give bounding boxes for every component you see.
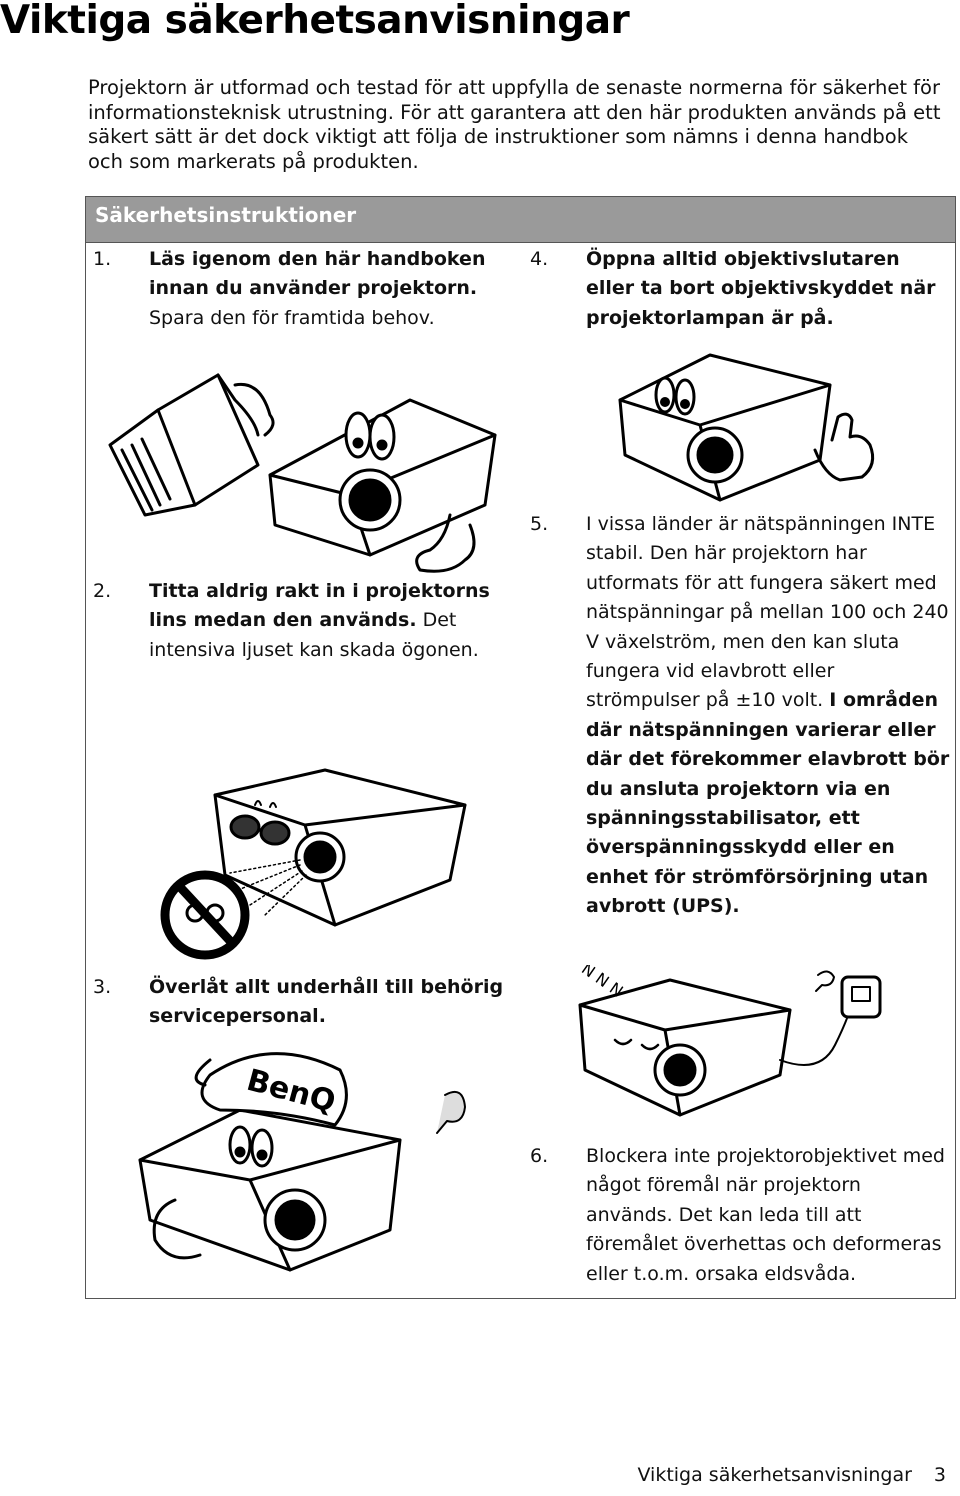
item-rest: Det intensiva ljuset kan skada ögonen. <box>149 609 479 661</box>
intro-paragraph: Projektorn är utformad och testad för at… <box>88 76 941 173</box>
illustration-read-manual <box>100 365 520 580</box>
illustration-power-adapter: N N N <box>570 965 910 1125</box>
item-number: 4. <box>530 248 549 270</box>
instruction-item-4: 4. Öppna alltid objektivslutaren eller t… <box>530 245 950 335</box>
page-footer: Viktiga säkerhetsanvisningar 3 <box>637 1464 946 1486</box>
item-pre: I vissa länder är nätspänningen INTE sta… <box>586 513 949 712</box>
snore-text: N N N <box>578 965 627 1001</box>
instruction-item-6: 6. Blockera inte projektorobjektivet med… <box>530 1142 950 1292</box>
instruction-item-2: 2. Titta aldrig rakt in i projektorns li… <box>93 577 513 667</box>
item-text: I vissa länder är nätspänningen INTE sta… <box>586 510 950 922</box>
panel-heading: Säkerhetsinstruktioner <box>95 203 357 227</box>
item-number: 2. <box>93 580 112 602</box>
item-number: 1. <box>93 248 112 270</box>
page-number: 3 <box>933 1464 946 1486</box>
item-number: 6. <box>530 1145 549 1167</box>
item-bold: Överlåt allt underhåll till behörig serv… <box>149 976 504 1028</box>
item-text: Överlåt allt underhåll till behörig serv… <box>149 973 521 1032</box>
instruction-item-3: 3. Överlåt allt underhåll till behörig s… <box>93 973 523 1035</box>
instruction-item-5: 5. I vissa länder är nätspänningen INTE … <box>530 510 950 930</box>
item-bold: Titta aldrig rakt in i projektorns lins … <box>149 580 490 632</box>
item-text: Blockera inte projektorobjektivet med nå… <box>586 1142 950 1289</box>
item-number: 5. <box>530 513 549 535</box>
item-text: Läs igenom den här handboken innan du an… <box>149 245 507 333</box>
footer-section: Viktiga säkerhetsanvisningar <box>637 1464 912 1486</box>
item-text: Öppna alltid objektivslutaren eller ta b… <box>586 245 950 333</box>
illustration-dont-look-into-lens <box>160 765 500 965</box>
illustration-open-lens-cap <box>600 345 900 505</box>
item-text: Titta aldrig rakt in i projektorns lins … <box>149 577 507 665</box>
item-bold: Öppna alltid objektivslutaren eller ta b… <box>586 248 936 329</box>
page-title: Viktiga säkerhetsanvisningar <box>0 0 630 43</box>
item-bold: I områden där nätspänningen varierar ell… <box>586 689 950 918</box>
item-rest: Spara den för framtida behov. <box>149 306 435 329</box>
item-rest: Blockera inte projektorobjektivet med nå… <box>586 1145 945 1285</box>
instruction-item-1: 1. Läs igenom den här handboken innan du… <box>93 245 513 335</box>
panel-header: Säkerhetsinstruktioner <box>86 197 955 243</box>
safety-panel: Säkerhetsinstruktioner <box>85 196 956 1299</box>
item-number: 3. <box>93 976 112 998</box>
item-bold: Läs igenom den här handboken innan du an… <box>149 248 486 300</box>
illustration-service-personnel: BenQ <box>130 1040 490 1290</box>
